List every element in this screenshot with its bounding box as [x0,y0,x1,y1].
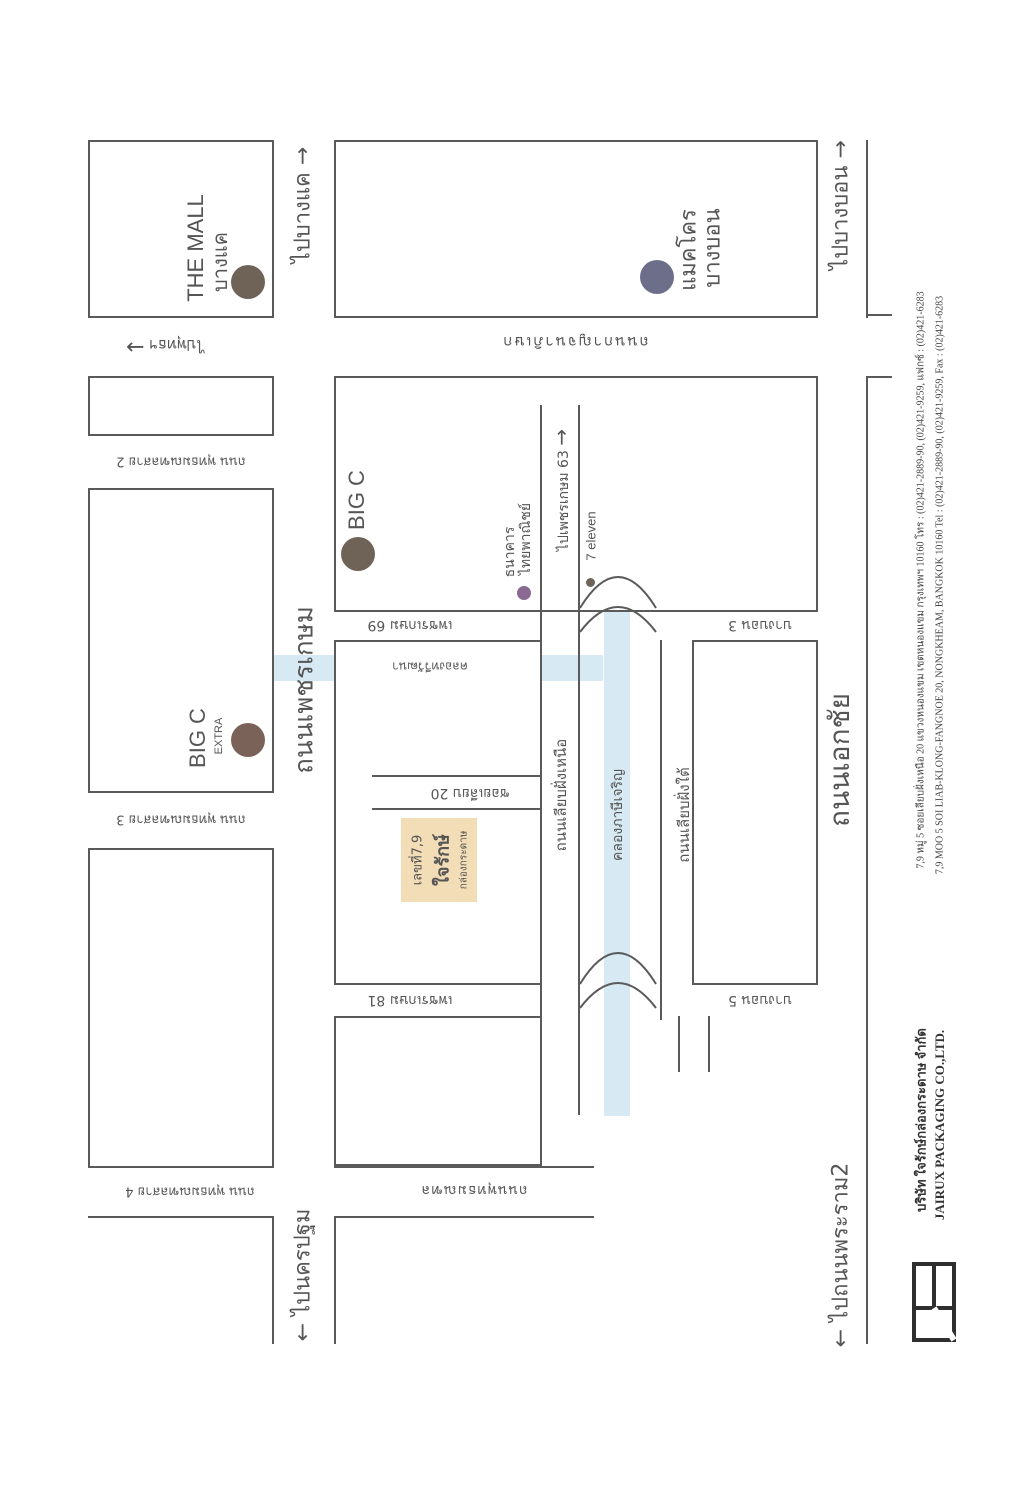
road-phetkasem-label: ถนนเพชรเกษม [289,606,320,774]
the-mall-marker [231,265,265,299]
block-makro [334,140,818,318]
canal-khlong-thawi-label: คลองทวีวัฒนา [392,659,468,674]
direction-nakhon-pathom: ← ไปนครปฐม [285,1209,320,1342]
road-ekkachai-label: ถนนเอกชัย [823,693,856,827]
direction-nakhon-pathom-label: ไปนครปฐม [290,1208,316,1316]
bridges [579,576,657,1009]
block-left-2 [88,376,274,436]
direction-rama2: ← ไปถนนพระราม2 [823,1163,858,1348]
company-marker-line2: ใจรักษ์ [432,834,454,886]
road-edge-bottom-left [88,1216,274,1218]
big-c-label: BIG C [344,470,369,530]
soi-phutthamonthon-2-label: ถนน พุทธมณฑลสาย 2 [116,453,246,469]
liab-south-edge-a [660,640,662,1020]
direction-phutthamonthon: ไปพุทธฯ → [126,333,204,359]
ekkachai-edge-b [866,376,868,1344]
soi-bang-bon-5-label: บางบอน 5 [728,992,792,1008]
block-company [334,640,542,985]
arrow-right-icon: → [828,140,854,159]
road-liab-south-label: ถนนเลียบฝั่งใต้ [675,767,693,863]
block-bottom-middle [334,1016,542,1166]
arrow-right-icon: → [126,334,145,359]
soi-20-edge-a [372,775,542,777]
arrow-left-icon: ← [828,1328,854,1348]
direction-phetkasem-63: ไปเพชรเกษม 63 → [549,429,575,551]
ekkachai-edge-top [866,314,892,316]
makro-marker [640,260,674,294]
seven-eleven-marker [586,578,595,587]
big-c-extra-label: BIG C [185,708,210,768]
soi-bang-bon-3-label: บางบอน 3 [728,617,792,633]
direction-bang-bon-label: ไปบางบอน [828,165,854,270]
block-big-c [334,376,818,612]
direction-rama2-label: ไปถนนพระราม2 [828,1162,854,1322]
liab-south-edge-b [678,1016,680,1072]
road-edge-mid-top [334,1166,594,1168]
direction-phutthamonthon-label: ไปพุทธฯ [149,336,204,354]
company-name-th: บริษัท ใจรักษ์กล่องกระดาษ จำกัด [913,1028,929,1212]
seven-eleven-label: 7 eleven [583,511,599,561]
ekkachai-edge-top-2 [866,376,892,378]
arrow-right-icon: → [290,146,316,166]
ekkachai-edge-a [866,140,868,318]
block-bang-bon-3 [692,640,818,985]
company-marker-line3: กล่องกระดาษ [458,830,470,890]
liab-north-edge-b [578,405,580,1115]
company-location-marker [401,818,477,902]
the-mall-branch-label: บางแค [208,232,232,292]
road-edge-mid [334,1216,336,1344]
direction-bang-bon: ไปบางบอน → [823,140,858,270]
road-edge-bottom-mid [334,1216,594,1218]
canal-khlong-phasi-label: คลองภาษีเจริญ [610,769,626,861]
company-name-en: JAIRUX PACKAGING CO.,LTD. [932,1029,947,1221]
bank-marker [517,586,531,600]
makro-branch-label: บางบอน [700,208,726,288]
arrow-left-icon: ← [290,1322,316,1342]
direction-phetkasem-63-label: ไปเพชรเกษม 63 [556,450,572,552]
road-kanchana-label: ถนนกาญจนาภิเษก [501,333,649,351]
soi-phetkasem-81-label: เพชรเกษม 81 [367,992,453,1008]
company-address-en: 7,9 MOO 5 SOI LIAB-KLONG-FANGNOE 20, NON… [934,295,946,875]
road-phutthamonthon-label: ถนนพุทธมณฑล [420,1182,528,1198]
bank-label-2: ไทยพาณิชย์ [518,502,534,576]
soi-phutthamonthon-4-label: ถนน พุทธมณฑลสาย 4 [125,1183,255,1199]
soi-liab-20-label: ซอยเลียบ 20 [430,785,510,801]
soi-20-edge-b [372,808,542,810]
big-c-extra-sub-label: EXTRA [213,717,225,755]
big-c-extra-marker [231,723,265,757]
road-liab-north-label: ถนนเลียบฝั่งเหนือ [552,738,570,852]
arrow-right-icon: → [549,428,573,446]
company-address-th: 7,9 หมู่ 5 ซอยเลียบฝั่งเหนือ 20 แขวงหนอง… [915,291,927,869]
big-c-marker [341,537,375,571]
direction-bang-khae: ไปบางแค → [285,147,320,263]
liab-south-edge-c [708,1016,710,1072]
liab-north-edge-a [540,405,542,1115]
direction-bang-khae-label: ไปบางแค [290,172,316,264]
soi-phetkasem-69-label: เพชรเกษม 69 [367,617,453,633]
block-left-4 [88,848,274,1168]
company-marker-line1: เลขที่7,9 [410,834,426,886]
road-edge-left [272,1216,274,1344]
soi-phutthamonthon-3-label: ถนน พุทธมณฑลสาย 3 [116,811,246,827]
company-logo [912,1262,956,1342]
